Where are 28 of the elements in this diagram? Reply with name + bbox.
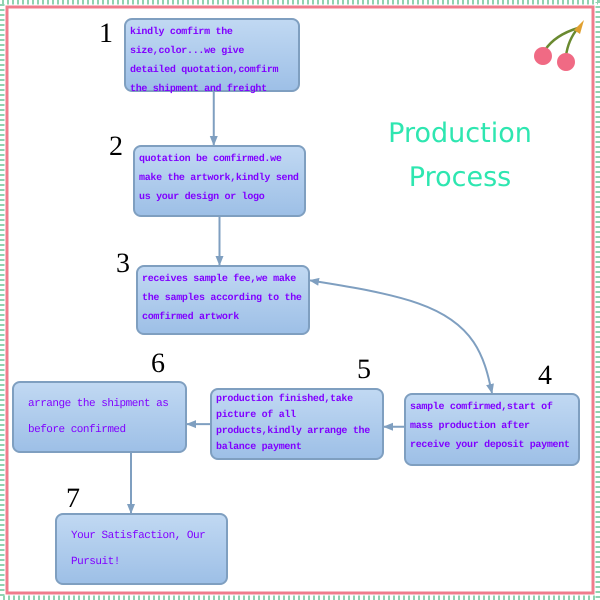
step-number: 6 xyxy=(151,350,165,378)
arrow xyxy=(127,453,135,514)
step-number: 1 xyxy=(99,20,113,48)
arrow xyxy=(309,278,494,394)
step-text: sample comfirmed,start of mass production after receive your deposit payment xyxy=(410,400,571,453)
arrow xyxy=(383,422,404,431)
step-text: kindly comfirm the size,color...we give detailed quotation,comfirm the shipment and freight xyxy=(130,26,280,97)
step-number: 7 xyxy=(66,485,80,513)
arrow xyxy=(216,217,224,266)
step-text: receives sample fee,we make the samples according to the comfirmed artwork xyxy=(142,272,303,325)
step-text: arrange the shipment as before confirmed xyxy=(28,397,170,438)
process-box xyxy=(12,381,187,453)
step-number: 4 xyxy=(538,362,552,390)
step-text: Your Satisfaction, Our Pursuit! xyxy=(71,529,206,570)
step-text: production finished,take picture of all products,kindly arrange the balance payment xyxy=(216,392,371,455)
process-box xyxy=(55,513,228,585)
process-box xyxy=(210,388,384,460)
step-number: 3 xyxy=(116,250,130,278)
process-box xyxy=(124,18,300,92)
step-number: 5 xyxy=(357,356,371,384)
process-box xyxy=(133,145,306,217)
process-box xyxy=(404,393,580,466)
process-box xyxy=(136,265,310,335)
step-text: quotation be comfirmed.we make the artwork,kindly send us your design or logo xyxy=(139,152,300,205)
step-number: 2 xyxy=(109,133,123,161)
arrow xyxy=(186,420,210,428)
diagram-title: Production Process xyxy=(387,117,533,195)
arrow xyxy=(210,92,218,146)
